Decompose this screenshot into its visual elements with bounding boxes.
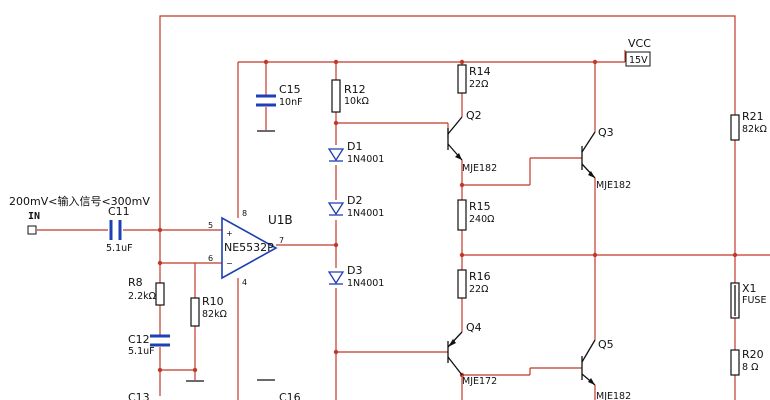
- transistor-q2: Q2 MJE182: [447, 109, 497, 174]
- r10-value: 82kΩ: [202, 309, 227, 320]
- r12-value: 10kΩ: [344, 96, 369, 107]
- c13-ref: C13: [128, 391, 150, 400]
- q4-value: MJE172: [462, 376, 497, 387]
- r12-ref: R12: [344, 83, 366, 96]
- r14-ref: R14: [469, 65, 491, 78]
- r10-ref: R10: [202, 295, 224, 308]
- q2-ref: Q2: [466, 109, 482, 122]
- q3-ref: Q3: [598, 126, 614, 139]
- resistor-r10: R10 82kΩ: [190, 295, 227, 327]
- r14-value: 22Ω: [469, 79, 488, 90]
- resistor-r20: R20 8 Ω: [730, 348, 764, 376]
- d1-value: 1N4001: [347, 154, 384, 165]
- d3-ref: D3: [347, 264, 362, 277]
- q3-value: MJE182: [596, 180, 631, 191]
- r16-ref: R16: [469, 270, 491, 283]
- c11-value: 5.1uF: [106, 243, 133, 254]
- r20-value: 8 Ω: [742, 362, 758, 373]
- c15-value: 10nF: [279, 97, 303, 108]
- capacitor-c15: C15 10nF: [256, 83, 303, 132]
- c12-value: 5.1uF: [128, 346, 155, 357]
- vcc-value: 15V: [629, 55, 648, 66]
- diode-d3: D3 1N4001: [327, 264, 384, 289]
- c15-ref: C15: [279, 83, 301, 96]
- resistor-r8: R8 2.2kΩ: [128, 276, 165, 306]
- opamp-pin6: 6: [208, 254, 213, 263]
- q2-value: MJE182: [462, 163, 497, 174]
- input-port-label: IN: [28, 211, 40, 222]
- opamp-pin8: 8: [242, 209, 247, 218]
- capacitor-c16: C16: [257, 379, 301, 400]
- r21-ref: R21: [742, 110, 764, 123]
- opamp-minus: −: [226, 259, 233, 268]
- q5-value: MJE182: [596, 391, 631, 400]
- wires: [37, 15, 770, 400]
- resistor-r21: R21 82kΩ: [730, 110, 767, 141]
- vcc-supply: 15V VCC: [625, 37, 651, 67]
- opamp-ref: U1B: [268, 213, 293, 227]
- r8-ref: R8: [128, 276, 143, 289]
- diode-d2: D2 1N4001: [327, 194, 384, 219]
- transistor-q5: Q5 MJE182: [581, 338, 631, 400]
- c12-ref: C12: [128, 333, 150, 346]
- r16-value: 22Ω: [469, 284, 488, 295]
- fuse-x1: X1 FUSE: [730, 282, 766, 319]
- c11-ref: C11: [108, 205, 130, 218]
- capacitor-c13: C13: [128, 391, 150, 400]
- capacitor-c11: C11 5.1uF: [106, 205, 133, 254]
- d1-ref: D1: [347, 140, 362, 153]
- q5-ref: Q5: [598, 338, 614, 351]
- opamp-pin7: 7: [279, 236, 284, 245]
- d2-ref: D2: [347, 194, 362, 207]
- x1-ref: X1: [742, 282, 757, 295]
- resistor-r14: R14 22Ω: [457, 64, 491, 94]
- c16-ref: C16: [279, 391, 301, 400]
- resistor-r16: R16 22Ω: [457, 269, 491, 299]
- r15-value: 240Ω: [469, 214, 494, 225]
- input-port: IN 200mV<输入信号<300mV: [9, 194, 150, 235]
- resistor-r12: R12 10kΩ: [331, 79, 369, 113]
- junction-dots: [157, 59, 738, 378]
- r8-value: 2.2kΩ: [128, 291, 156, 302]
- r15-ref: R15: [469, 200, 491, 213]
- opamp-u1b: + − 5 6 7 8 4 NE5532P U1B: [208, 209, 293, 287]
- opamp-plus: +: [226, 229, 233, 238]
- opamp-part: NE5532P: [224, 241, 274, 254]
- d2-value: 1N4001: [347, 208, 384, 219]
- transistor-q3: Q3 MJE182: [581, 126, 631, 191]
- vcc-label: VCC: [628, 37, 651, 50]
- resistor-r15: R15 240Ω: [457, 199, 494, 231]
- input-note: 200mV<输入信号<300mV: [9, 194, 150, 208]
- d3-value: 1N4001: [347, 278, 384, 289]
- x1-value: FUSE: [742, 295, 766, 306]
- diode-d1: D1 1N4001: [327, 140, 384, 165]
- r20-ref: R20: [742, 348, 764, 361]
- q4-ref: Q4: [466, 321, 482, 334]
- opamp-pin5: 5: [208, 221, 213, 230]
- capacitor-c12: C12 5.1uF: [128, 333, 170, 357]
- transistor-q4: Q4 MJE172: [447, 321, 497, 387]
- r21-value: 82kΩ: [742, 124, 767, 135]
- opamp-pin4: 4: [242, 278, 247, 287]
